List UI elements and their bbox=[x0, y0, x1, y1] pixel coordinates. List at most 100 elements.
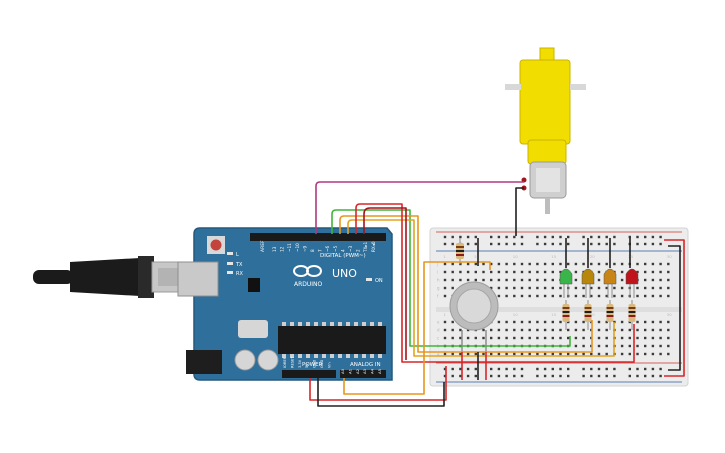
grid-hole[interactable] bbox=[459, 270, 462, 274]
rail-hole[interactable] bbox=[466, 242, 470, 246]
rail-hole[interactable] bbox=[628, 367, 631, 371]
grid-hole[interactable] bbox=[466, 328, 470, 332]
rail-hole[interactable] bbox=[605, 242, 608, 246]
grid-hole[interactable] bbox=[513, 278, 516, 282]
rail-hole[interactable] bbox=[597, 374, 601, 378]
grid-hole[interactable] bbox=[474, 336, 477, 340]
grid-hole[interactable] bbox=[551, 320, 554, 324]
grid-hole[interactable] bbox=[497, 270, 501, 274]
grid-hole[interactable] bbox=[543, 352, 547, 356]
grid-hole[interactable] bbox=[667, 344, 670, 348]
grid-hole[interactable] bbox=[474, 278, 477, 282]
grid-hole[interactable] bbox=[574, 320, 578, 324]
grid-hole[interactable] bbox=[490, 336, 493, 340]
grid-hole[interactable] bbox=[620, 278, 624, 282]
grid-hole[interactable] bbox=[567, 336, 570, 340]
grid-hole[interactable] bbox=[536, 262, 539, 266]
grid-hole[interactable] bbox=[628, 328, 631, 332]
rail-hole[interactable] bbox=[490, 374, 493, 378]
grid-hole[interactable] bbox=[574, 294, 578, 298]
grid-hole[interactable] bbox=[651, 270, 655, 274]
rail-hole[interactable] bbox=[451, 235, 454, 239]
grid-hole[interactable] bbox=[644, 278, 647, 282]
grid-hole[interactable] bbox=[667, 336, 670, 340]
grid-hole[interactable] bbox=[451, 328, 454, 332]
grid-hole[interactable] bbox=[543, 262, 547, 266]
grid-hole[interactable] bbox=[574, 286, 578, 290]
grid-hole[interactable] bbox=[644, 294, 647, 298]
grid-hole[interactable] bbox=[505, 294, 508, 298]
digital-header[interactable] bbox=[250, 233, 386, 241]
grid-hole[interactable] bbox=[620, 352, 624, 356]
grid-hole[interactable] bbox=[513, 270, 516, 274]
rail-hole[interactable] bbox=[659, 235, 662, 239]
grid-hole[interactable] bbox=[513, 286, 516, 290]
rail-hole[interactable] bbox=[628, 235, 631, 239]
grid-hole[interactable] bbox=[667, 328, 670, 332]
grid-hole[interactable] bbox=[559, 294, 562, 298]
grid-hole[interactable] bbox=[513, 352, 516, 356]
grid-hole[interactable] bbox=[605, 320, 608, 324]
rail-hole[interactable] bbox=[543, 235, 547, 239]
rail-hole[interactable] bbox=[543, 242, 547, 246]
grid-hole[interactable] bbox=[505, 286, 508, 290]
rail-hole[interactable] bbox=[567, 367, 570, 371]
grid-hole[interactable] bbox=[597, 336, 601, 340]
grid-hole[interactable] bbox=[474, 270, 477, 274]
grid-hole[interactable] bbox=[628, 336, 631, 340]
grid-hole[interactable] bbox=[651, 286, 655, 290]
wire-ground-black[interactable] bbox=[317, 378, 445, 407]
grid-hole[interactable] bbox=[551, 278, 554, 282]
grid-hole[interactable] bbox=[597, 270, 601, 274]
grid-hole[interactable] bbox=[567, 320, 570, 324]
grid-hole[interactable] bbox=[605, 286, 608, 290]
rail-hole[interactable] bbox=[605, 235, 608, 239]
rail-hole[interactable] bbox=[651, 235, 655, 239]
grid-hole[interactable] bbox=[490, 352, 493, 356]
grid-hole[interactable] bbox=[528, 262, 531, 266]
rail-hole[interactable] bbox=[497, 367, 501, 371]
grid-hole[interactable] bbox=[543, 270, 547, 274]
rail-hole[interactable] bbox=[443, 374, 447, 378]
rail-hole[interactable] bbox=[628, 374, 631, 378]
rail-hole[interactable] bbox=[590, 235, 593, 239]
grid-hole[interactable] bbox=[482, 328, 485, 332]
grid-hole[interactable] bbox=[443, 336, 447, 340]
grid-hole[interactable] bbox=[628, 320, 631, 324]
rail-hole[interactable] bbox=[636, 374, 639, 378]
rail-hole[interactable] bbox=[466, 374, 470, 378]
grid-hole[interactable] bbox=[597, 262, 601, 266]
wire-orange-2[interactable] bbox=[347, 219, 615, 357]
grid-hole[interactable] bbox=[667, 262, 670, 266]
rail-hole[interactable] bbox=[567, 242, 570, 246]
grid-hole[interactable] bbox=[590, 294, 593, 298]
grid-hole[interactable] bbox=[528, 286, 531, 290]
rail-hole[interactable] bbox=[582, 367, 585, 371]
grid-hole[interactable] bbox=[597, 352, 601, 356]
grid-hole[interactable] bbox=[628, 344, 631, 348]
rail-hole[interactable] bbox=[505, 374, 508, 378]
grid-hole[interactable] bbox=[620, 328, 624, 332]
grid-hole[interactable] bbox=[605, 336, 608, 340]
wire-darkred[interactable] bbox=[363, 207, 407, 360]
grid-hole[interactable] bbox=[574, 344, 578, 348]
rail-hole[interactable] bbox=[559, 235, 562, 239]
grid-hole[interactable] bbox=[605, 294, 608, 298]
grid-hole[interactable] bbox=[482, 336, 485, 340]
grid-hole[interactable] bbox=[644, 320, 647, 324]
grid-hole[interactable] bbox=[605, 344, 608, 348]
grid-hole[interactable] bbox=[536, 328, 539, 332]
rail-hole[interactable] bbox=[474, 242, 477, 246]
grid-hole[interactable] bbox=[482, 262, 485, 266]
rail-hole[interactable] bbox=[505, 367, 508, 371]
grid-hole[interactable] bbox=[551, 328, 554, 332]
grid-hole[interactable] bbox=[482, 278, 485, 282]
wire-sensor-orange[interactable] bbox=[343, 261, 491, 395]
rail-hole[interactable] bbox=[567, 235, 570, 239]
grid-hole[interactable] bbox=[551, 286, 554, 290]
grid-hole[interactable] bbox=[597, 328, 601, 332]
grid-hole[interactable] bbox=[451, 336, 454, 340]
rail-hole[interactable] bbox=[443, 367, 447, 371]
grid-hole[interactable] bbox=[582, 344, 585, 348]
grid-hole[interactable] bbox=[559, 270, 562, 274]
